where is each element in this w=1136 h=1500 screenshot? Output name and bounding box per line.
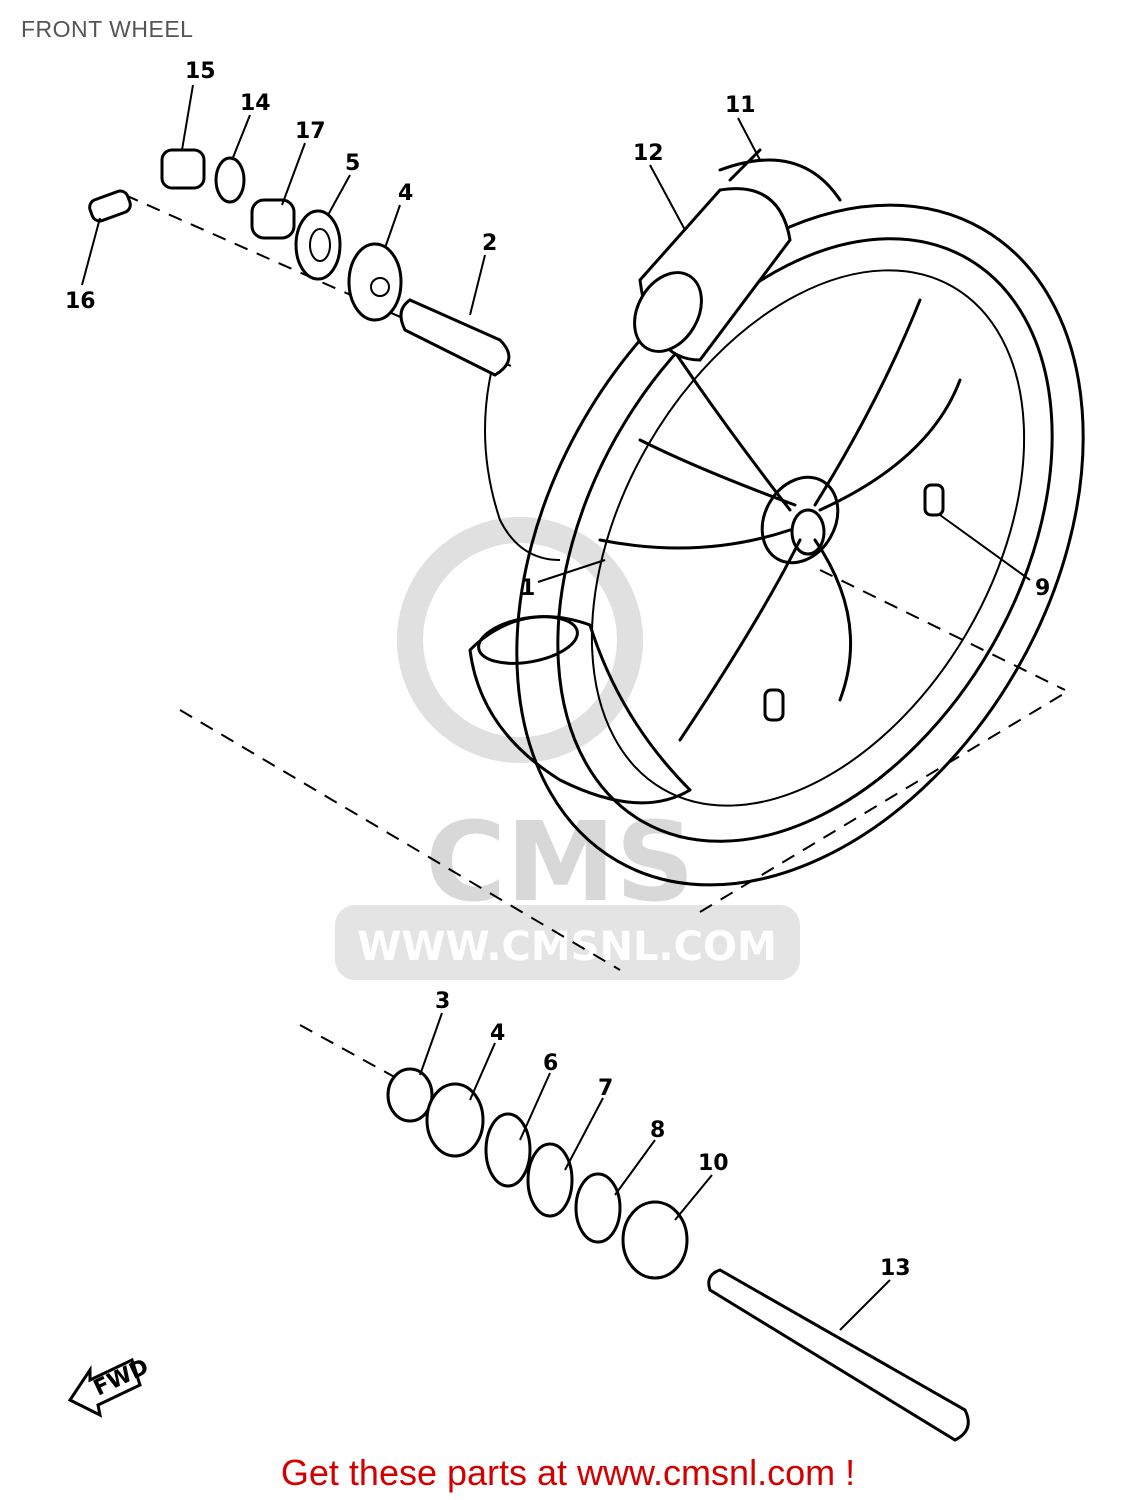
axis-centerline — [699, 689, 1071, 913]
front-axle — [707, 1268, 970, 1442]
watermark-logo-text: CMS — [425, 798, 694, 926]
callout-16: 16 — [65, 289, 96, 314]
callout-1: 1 — [520, 576, 535, 601]
callout-12: 12 — [633, 141, 664, 166]
upper-spacer-stack — [88, 148, 511, 377]
callout-5: 5 — [345, 151, 360, 176]
footer-link[interactable]: Get these parts at www.cmsnl.com ! — [280, 1452, 856, 1493]
diagram-title: FRONT WHEEL — [21, 16, 194, 42]
callout-10: 10 — [698, 1151, 729, 1176]
callout-7: 7 — [598, 1076, 613, 1101]
axis-centerline — [179, 709, 621, 971]
fwd-arrow-icon: FWD — [67, 1354, 153, 1418]
valve — [923, 483, 945, 517]
axis-centerline — [299, 1024, 401, 1081]
callout-11: 11 — [725, 93, 756, 118]
callout-2: 2 — [482, 231, 497, 256]
wheel-rim — [468, 203, 1085, 887]
watermark-url-text: WWW.CMSNL.COM — [357, 924, 777, 970]
tire-tube — [633, 148, 842, 362]
axis-centerline — [819, 569, 1066, 691]
callout-17: 17 — [295, 119, 326, 144]
callout-15: 15 — [185, 59, 216, 84]
callout-4-lower: 4 — [490, 1021, 505, 1046]
callout-8: 8 — [650, 1118, 665, 1143]
callout-9: 9 — [1035, 576, 1050, 601]
lower-spacer-stack — [386, 1067, 970, 1442]
callout-labels: 15 14 17 5 4 2 16 11 12 1 9 3 4 6 7 8 10… — [65, 59, 1050, 1281]
callout-13: 13 — [880, 1256, 911, 1281]
callout-6: 6 — [543, 1051, 558, 1076]
callout-4-upper: 4 — [398, 181, 413, 206]
leader-lines — [81, 84, 1031, 1331]
callout-14: 14 — [240, 91, 271, 116]
callout-3: 3 — [435, 989, 450, 1014]
cmsnl-watermark: CMS WWW.CMSNL.COM — [335, 517, 800, 980]
